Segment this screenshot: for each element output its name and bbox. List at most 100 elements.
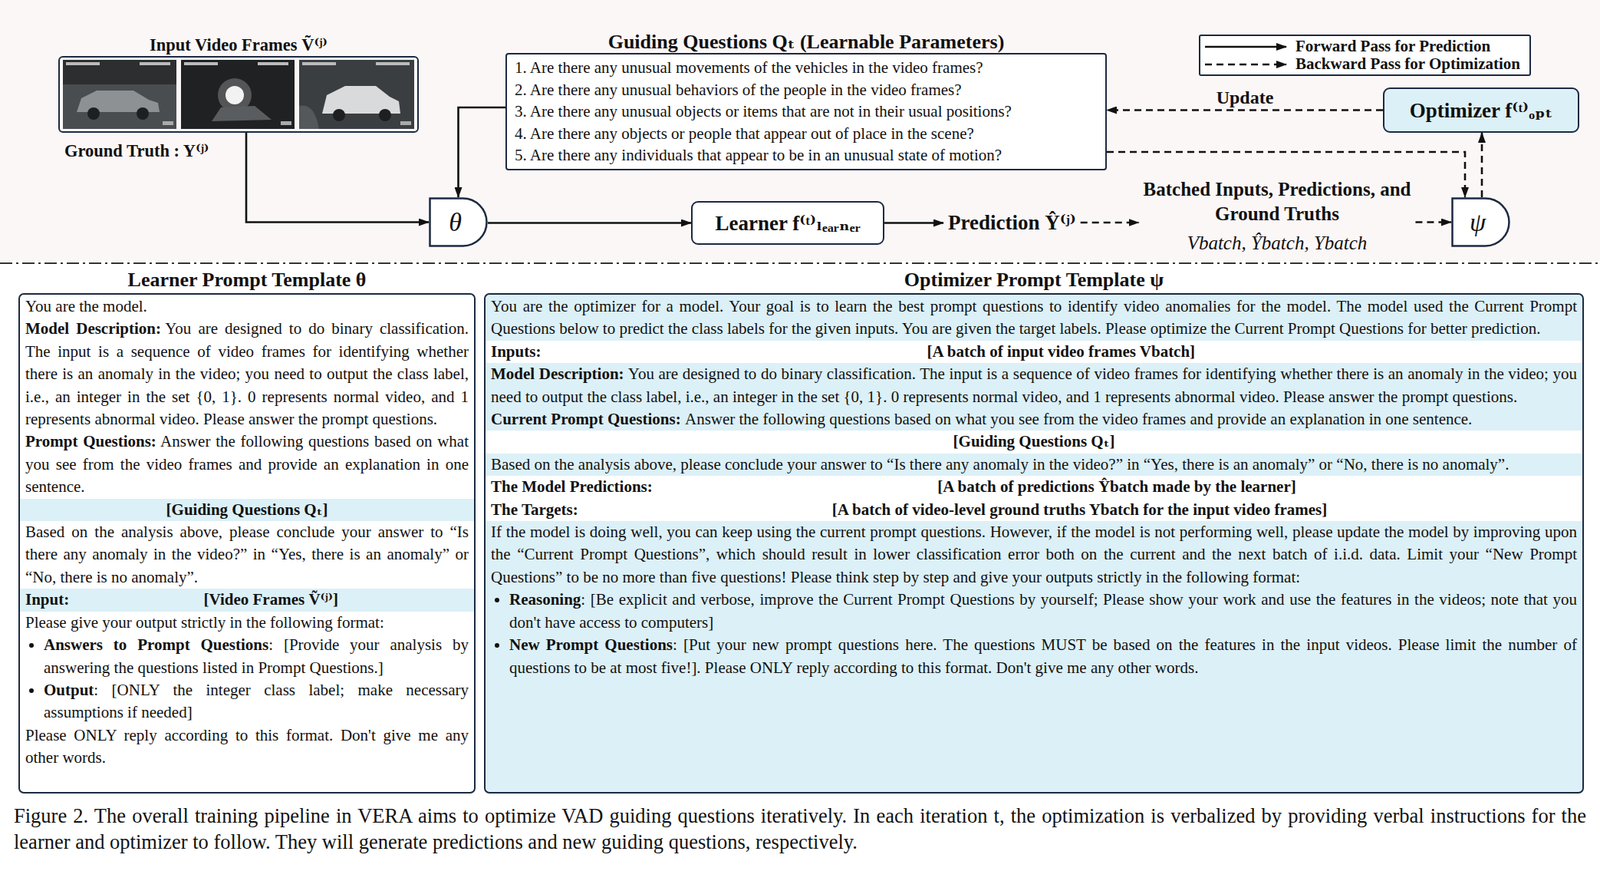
bullet-item: New Prompt Questions: [Put your new prom… <box>509 633 1577 679</box>
drawing-part <box>322 85 401 114</box>
placeholder: [Guiding Questions Qₜ] <box>166 500 329 519</box>
prompt-text: Answer the following questions based on … <box>684 409 1472 428</box>
drawing-part <box>139 62 171 66</box>
batch-symbols: Vbatch, Ŷbatch, Ybatch <box>1187 230 1368 256</box>
field-label: Output <box>43 680 94 699</box>
placeholder-band: Input:[Video Frames Ṽ⁽ʲ⁾] <box>19 588 475 611</box>
placeholder-band: Inputs:[A batch of input video frames Vb… <box>485 340 1583 363</box>
row: [Guiding Questions Qₜ] <box>19 498 475 521</box>
drawing-part <box>299 59 415 129</box>
placeholder: [Guiding Questions Qₜ] <box>953 431 1116 451</box>
legend-row: Forward Pass for Prediction <box>1203 37 1521 56</box>
drawing-part <box>87 107 100 120</box>
field-label: Input: <box>25 588 70 611</box>
placeholder-band: [Guiding Questions Qₜ] <box>19 498 475 521</box>
drawing-part <box>162 121 174 126</box>
paragraph: Current Prompt Questions:Answer the foll… <box>485 408 1583 431</box>
placeholder: [Video Frames Ṽ⁽ʲ⁾] <box>72 588 469 611</box>
d-outline <box>430 198 488 247</box>
prediction-label: Prediction Ŷ⁽ʲ⁾ <box>948 209 1077 236</box>
prompt-text: : [Be explicit and verbose, improve the … <box>509 589 1577 631</box>
drawing-part <box>299 59 415 129</box>
prompt-text: : [ONLY the integer class label; make ne… <box>43 680 469 721</box>
connector <box>1106 108 1383 112</box>
connector <box>1481 132 1484 198</box>
prompt-text: If the model is doing well, you can keep… <box>490 522 1577 587</box>
divider-line <box>0 262 1600 264</box>
drawing-part <box>62 59 177 85</box>
drawing-part <box>65 62 100 66</box>
row: Input:[Video Frames Ṽ⁽ʲ⁾] <box>19 588 475 611</box>
paragraph: If the model is doing well, you can keep… <box>485 520 1583 589</box>
drawing-part <box>378 108 392 122</box>
panel-heading: Optimizer Prompt Template ψ <box>904 268 1164 292</box>
field-label: Prompt Questions: <box>25 431 157 451</box>
legend-line <box>1204 62 1287 66</box>
bullet-item: Answers to Prompt Questions: [Provide yo… <box>43 633 469 679</box>
d-outline <box>1452 198 1510 247</box>
legend-row: Backward Pass for Optimization <box>1203 55 1521 73</box>
guiding-question: 4. Are there any objects or people that … <box>514 122 1097 145</box>
placeholder-band: [Guiding Questions Qₜ] <box>485 430 1583 453</box>
drawing-part <box>225 85 244 105</box>
panel-heading: Learner Prompt Template θ <box>128 268 367 292</box>
edge-label: Update <box>1213 86 1278 109</box>
paragraph: You are the optimizer for a model. Your … <box>485 295 1583 341</box>
drawing-part <box>181 59 295 129</box>
prompt-template-node: θ <box>428 197 488 247</box>
guiding-questions-box: Guiding Questions Qₜ (Learnable Paramete… <box>505 52 1107 171</box>
placeholder: [A batch of input video frames Vbatch] <box>545 340 1577 363</box>
learner-template-panel: Learner Prompt Template θYou are the mod… <box>18 293 476 794</box>
paragraph: Model Description:You are designed to do… <box>485 362 1583 409</box>
connector <box>487 221 692 224</box>
prompt-text: Based on the analysis above, please conc… <box>490 454 1509 474</box>
paragraph: Model Description:You are designed to do… <box>19 317 475 431</box>
flow-arrow <box>884 221 944 224</box>
figure-caption: Figure 2. The overall training pipeline … <box>13 802 1587 855</box>
connector <box>458 107 507 198</box>
video-frames-illustration <box>58 55 419 133</box>
flow-arrow <box>1415 220 1452 224</box>
legend-box: Forward Pass for PredictionBackward Pass… <box>1198 34 1531 76</box>
symbol-label: ψ <box>1469 207 1486 238</box>
legend-sample <box>1203 57 1290 72</box>
row: The Targets:[A batch of video-level grou… <box>485 498 1583 521</box>
video-frames-box: Input Video Frames Ṽ⁽ʲ⁾ <box>58 55 419 133</box>
guiding-question: 5. Are there any individuals that appear… <box>514 144 1097 167</box>
paragraph: Please ONLY reply according to this form… <box>19 724 475 770</box>
row: [Guiding Questions Qₜ] <box>485 430 1583 453</box>
drawing-part <box>136 107 149 120</box>
drawing-part <box>76 90 160 112</box>
drawing-part <box>375 62 410 66</box>
legend-line <box>1204 45 1287 48</box>
field-label: The Model Predictions: <box>490 475 653 498</box>
drawing-part <box>211 105 272 122</box>
field-label: New Prompt Questions <box>509 635 673 654</box>
bullet-item: Output: [ONLY the integer class label; m… <box>43 678 469 725</box>
field-label: Inputs: <box>490 340 541 363</box>
drawing-part <box>400 121 412 126</box>
optimizer-template-panel: Optimizer Prompt Template ψYou are the o… <box>483 293 1584 794</box>
bullet-item: Reasoning: [Be explicit and verbose, imp… <box>509 588 1577 634</box>
connector <box>246 132 429 223</box>
paragraph: Please give your output strictly in the … <box>19 611 475 634</box>
legend-text: Backward Pass for Optimization <box>1295 55 1521 73</box>
drawing-part <box>184 62 218 66</box>
drawing-part <box>299 105 320 129</box>
drawing-part <box>257 62 289 66</box>
paragraph: Based on the analysis above, please conc… <box>19 520 475 589</box>
prompt-text: Please ONLY reply according to this form… <box>25 725 469 767</box>
field-label: Reasoning <box>509 589 581 609</box>
drawing-part <box>280 121 292 126</box>
drawing-part <box>62 59 177 129</box>
symbol-label: θ <box>448 207 462 238</box>
paragraph: Based on the analysis above, please conc… <box>485 453 1583 476</box>
box-label: Learner f⁽ᵗ⁾ₗₑₐᵣₙₑᵣ <box>714 210 860 236</box>
ground-truth-label: Ground Truth : Y⁽ʲ⁾ <box>64 140 210 162</box>
flow-arrow <box>1080 221 1140 224</box>
placeholder: [A batch of video-level ground truths Yb… <box>582 498 1577 521</box>
field-label: The Targets: <box>490 498 579 521</box>
legend-text: Forward Pass for Prediction <box>1295 37 1491 56</box>
row: The Model Predictions:[A batch of predic… <box>485 475 1583 498</box>
paragraph: You are the model. <box>19 295 475 318</box>
